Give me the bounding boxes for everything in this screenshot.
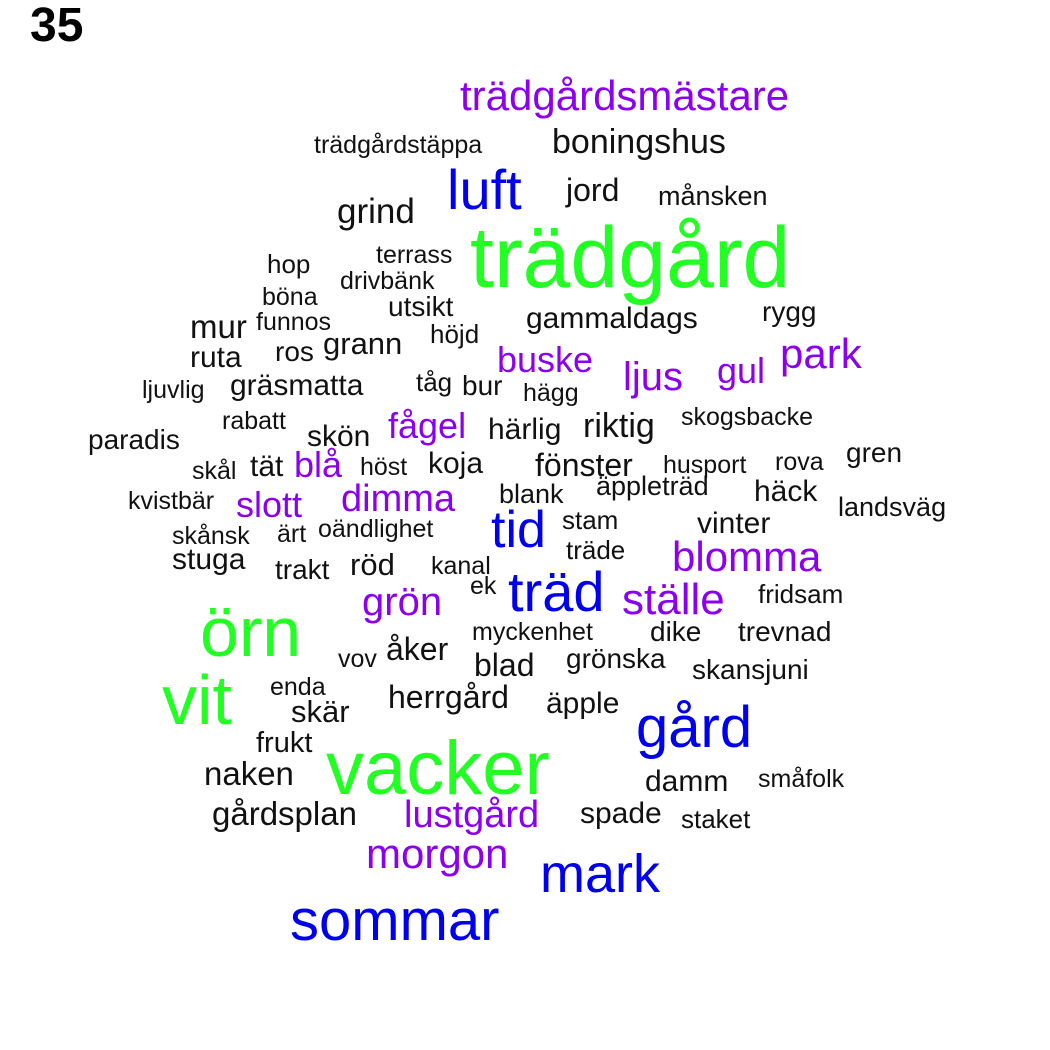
word-black: månsken	[658, 180, 768, 211]
word-black: terrass	[376, 240, 453, 269]
word-purple: buske	[497, 338, 594, 380]
word-black: ros	[275, 336, 314, 368]
word-black: jord	[566, 172, 620, 209]
word-black: ljuvlig	[142, 375, 205, 404]
word-black: ärt	[277, 519, 307, 548]
word-black: funnos	[256, 307, 332, 336]
word-black: koja	[428, 446, 484, 480]
word-black: stuga	[172, 542, 246, 576]
word-blue: mark	[540, 843, 660, 904]
word-black: småfolk	[758, 764, 845, 793]
word-black: gräsmatta	[230, 368, 364, 402]
word-black: äppleträd	[596, 470, 709, 501]
word-black: böna	[262, 282, 318, 311]
word-purple: fågel	[388, 404, 467, 446]
word-black: blad	[474, 647, 535, 684]
word-blue: tid	[491, 501, 546, 560]
word-blue: luft	[447, 158, 522, 222]
word-black: dike	[650, 616, 702, 648]
word-blue: sommar	[290, 887, 500, 953]
word-black: gammaldags	[526, 301, 698, 335]
word-black: mur	[190, 308, 247, 346]
word-purple: dimma	[341, 478, 456, 521]
word-green: vit	[162, 661, 232, 740]
word-purple: lustgård	[404, 794, 540, 837]
word-black: hägg	[523, 378, 579, 407]
word-black: grönska	[566, 643, 666, 675]
word-black: stam	[562, 504, 619, 535]
word-black: staket	[681, 803, 751, 834]
word-black: tät	[250, 449, 284, 483]
word-black: tåg	[416, 366, 453, 397]
word-black: hop	[267, 248, 311, 279]
word-black: åker	[386, 631, 449, 668]
word-black: trädgårdstäppa	[314, 130, 483, 159]
word-purple: grön	[362, 579, 443, 624]
word-green: vacker	[326, 725, 550, 811]
word-black: bur	[462, 370, 503, 402]
word-black: gårdsplan	[212, 795, 357, 833]
word-black: rova	[775, 447, 824, 476]
word-purple: ljus	[623, 354, 684, 399]
word-black: husport	[663, 450, 747, 479]
word-black: oändlighet	[318, 514, 434, 543]
word-black: trevnad	[738, 616, 832, 648]
word-black: höst	[360, 452, 408, 481]
word-black: landsväg	[838, 491, 947, 522]
word-black: kvistbär	[128, 486, 215, 515]
word-black: grann	[323, 325, 403, 361]
word-black: rygg	[762, 296, 817, 328]
word-black: herrgård	[388, 679, 509, 716]
word-black: riktig	[583, 407, 655, 446]
word-black: boningshus	[552, 123, 726, 162]
word-black: fönster	[535, 447, 633, 484]
word-black: äpple	[546, 686, 620, 720]
word-purple: blå	[294, 443, 343, 485]
word-purple: park	[780, 330, 862, 378]
word-green: trädgård	[470, 209, 791, 306]
word-black: ruta	[190, 340, 242, 374]
word-black: frukt	[256, 727, 313, 760]
word-black: drivbänk	[340, 266, 435, 295]
word-black: vov	[338, 644, 377, 673]
word-black: ek	[470, 571, 497, 600]
word-purple: ställe	[622, 574, 725, 624]
word-black: paradis	[88, 424, 180, 456]
word-blue: träd	[508, 560, 605, 624]
word-black: utsikt	[388, 291, 454, 323]
word-black: trakt	[275, 554, 330, 586]
word-purple: gul	[717, 349, 766, 391]
word-black: häck	[754, 474, 818, 508]
word-black: fridsam	[758, 578, 844, 609]
word-black: grind	[337, 191, 415, 231]
word-black: skansjuni	[692, 654, 809, 686]
word-purple: slott	[236, 483, 303, 525]
page-number: 35	[30, 0, 84, 52]
word-green: örn	[200, 593, 302, 672]
word-black: härlig	[488, 412, 562, 446]
word-blue: gård	[636, 694, 753, 760]
word-black: röd	[350, 546, 395, 582]
word-purple: blomma	[672, 533, 822, 581]
word-black: spade	[580, 796, 662, 830]
word-black: enda	[270, 672, 326, 701]
word-purple: morgon	[366, 830, 509, 878]
word-black: kanal	[431, 551, 491, 580]
word-black: skogsbacke	[681, 402, 814, 431]
word-black: höjd	[430, 318, 480, 349]
word-purple: trädgårdsmästare	[460, 72, 790, 120]
word-black: myckenhet	[472, 617, 593, 646]
word-black: skånsk	[172, 521, 250, 550]
word-black: träde	[566, 534, 626, 565]
word-black: gren	[846, 437, 903, 469]
word-black: naken	[204, 755, 294, 793]
word-black: vinter	[697, 506, 771, 540]
word-black: damm	[645, 764, 729, 798]
word-black: skön	[307, 419, 371, 453]
word-black: skål	[192, 456, 237, 485]
word-black: blank	[499, 478, 564, 509]
word-black: skär	[291, 693, 350, 729]
word-black: rabatt	[222, 406, 286, 435]
